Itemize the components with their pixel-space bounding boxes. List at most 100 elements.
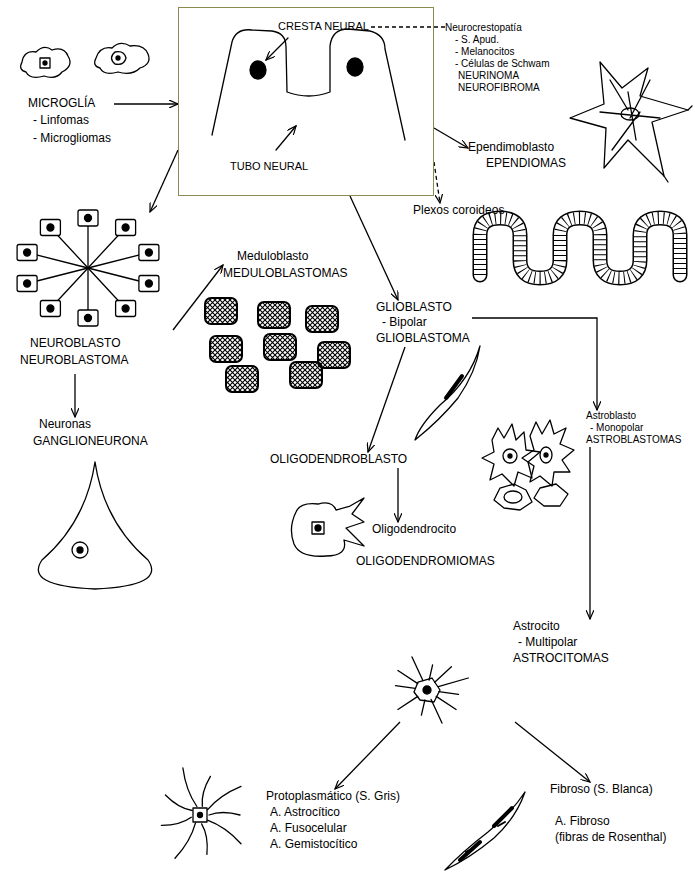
astroblasts bbox=[482, 420, 574, 510]
schwann-ependymal-cell-part bbox=[621, 108, 639, 120]
neuroblast-rosette-part bbox=[116, 220, 136, 236]
protoplasmic-astrocyte-part bbox=[183, 768, 197, 807]
neuron bbox=[38, 462, 151, 589]
arrow-connector bbox=[350, 196, 398, 300]
neuroblast-rosette-part bbox=[17, 245, 37, 261]
node-heading: Fibroso (S. Blanca) bbox=[550, 782, 653, 796]
node-line: - Monopolar bbox=[590, 422, 643, 434]
choroid-plexus-part bbox=[480, 218, 680, 278]
node-line: GANGLIONEURONA bbox=[33, 434, 148, 448]
node-heading: NEUROBLASTO bbox=[30, 336, 120, 350]
microglia-cells-part bbox=[112, 52, 127, 65]
oligodendrocyte bbox=[291, 498, 364, 556]
multipolar-astrocyte bbox=[396, 657, 469, 723]
protoplasmic-astrocyte-part bbox=[193, 808, 207, 822]
neuroblast-rosette-part bbox=[122, 305, 129, 312]
node-line: - Linfomas bbox=[33, 113, 89, 127]
node-line: A. Fusocelular bbox=[270, 821, 347, 835]
neuroblast-rosette-part bbox=[85, 215, 92, 222]
node-line: OLIGODENDROMIOMAS bbox=[356, 554, 495, 568]
arrow-connector bbox=[589, 447, 590, 619]
medulloblast-cells-part bbox=[318, 342, 350, 368]
node-line: EPENDIOMAS bbox=[486, 156, 566, 170]
node-line: - Multipolar bbox=[518, 635, 577, 649]
node-line: MEDULOBLASTOMAS bbox=[223, 266, 347, 280]
node-heading: Astrocito bbox=[513, 619, 560, 633]
protoplasmic-astrocyte-part bbox=[198, 813, 203, 818]
node-heading: Plexos coroideos bbox=[413, 203, 504, 217]
neural-tube-part bbox=[250, 61, 266, 79]
oligodendrocyte-part bbox=[291, 498, 364, 556]
schwann-ependymal-cell bbox=[570, 62, 692, 182]
text-group: OligodendrocitoOLIGODENDROMIOMAS bbox=[356, 522, 497, 570]
schwann-ependymal-cell-part bbox=[600, 80, 660, 150]
node-line: (fibras de Rosenthal) bbox=[555, 830, 666, 844]
multipolar-astrocyte-part bbox=[421, 700, 425, 715]
node-line: NEUROBLASTOMA bbox=[20, 353, 128, 367]
multipolar-astrocyte-part bbox=[436, 696, 456, 709]
medulloblast-cells-part bbox=[264, 334, 296, 360]
protoplasmic-astrocyte bbox=[161, 768, 241, 858]
protoplasmic-astrocyte-part bbox=[165, 795, 192, 811]
multipolar-astrocyte-part bbox=[435, 667, 452, 683]
neural-tube-part bbox=[347, 58, 363, 76]
fibrous-astrocyte-part bbox=[445, 792, 525, 870]
choroid-plexus-part bbox=[480, 218, 680, 278]
arrow-connector bbox=[472, 318, 597, 410]
node-label: TUBO NEURAL bbox=[230, 160, 311, 175]
node-line: - Bipolar bbox=[382, 315, 427, 329]
node-heading: TUBO NEURAL bbox=[230, 160, 308, 173]
node-line: ASTROBLASTOMAS bbox=[586, 434, 681, 446]
neuroblast-rosette-part bbox=[40, 301, 60, 317]
node-heading: GLIOBLASTO bbox=[376, 300, 452, 314]
arrow-connector bbox=[150, 150, 178, 212]
multipolar-astrocyte-part bbox=[429, 665, 433, 680]
astroblasts-part bbox=[540, 447, 552, 463]
oligodendrocyte-part bbox=[312, 522, 324, 534]
node-line: NEUROFIBROMA bbox=[458, 82, 540, 94]
node-line: A. Astrocítico bbox=[270, 805, 340, 819]
neuroblast-rosette-part bbox=[85, 315, 92, 322]
medulloblast-cells-part bbox=[258, 302, 290, 328]
node-line: ASTROCITOMAS bbox=[513, 651, 609, 665]
bipolar-glioblast-part bbox=[446, 376, 462, 398]
text-group: EpendimoblastoEPENDIOMAS bbox=[468, 140, 569, 172]
neuroblast-rosette-part bbox=[24, 280, 31, 287]
neuroblast-rosette bbox=[17, 210, 159, 326]
node-heading: Oligodendrocito bbox=[372, 522, 456, 536]
medulloblast-cells-part bbox=[205, 298, 237, 324]
medulloblast-cells bbox=[205, 298, 350, 392]
node-line: - Células de Schwam bbox=[455, 58, 549, 70]
node-line: - Microgliomas bbox=[33, 131, 111, 145]
node-heading: Astroblasto bbox=[586, 410, 636, 422]
microglia-cells-part bbox=[116, 56, 120, 60]
text-group: Protoplasmático (S. Gris)A. AstrocíticoA… bbox=[266, 789, 403, 853]
neuron-part bbox=[72, 542, 88, 558]
text-group: Astrocito - MultipolarASTROCITOMAS bbox=[395, 619, 625, 722]
text-group: Plexos coroideos bbox=[413, 203, 507, 219]
neuroblast-rosette-part bbox=[139, 245, 159, 261]
microglia-cells-part bbox=[43, 61, 47, 65]
neuroblast-rosette-part bbox=[145, 280, 152, 287]
neuroblast-rosette-part bbox=[139, 276, 159, 292]
text-group: Neurocrestopatía- S. Apud.- Melanocitos-… bbox=[445, 22, 552, 95]
node-line: - Melanocitos bbox=[455, 46, 514, 58]
neuroblast-rosette-part bbox=[47, 305, 54, 312]
bipolar-glioblast bbox=[415, 346, 480, 440]
node-heading: OLIGODENDROBLASTO bbox=[270, 452, 407, 466]
multipolar-astrocyte-part bbox=[431, 699, 442, 723]
medulloblast-cells-part bbox=[210, 336, 242, 362]
multipolar-astrocyte-part bbox=[439, 692, 459, 695]
multipolar-astrocyte-part bbox=[398, 671, 418, 684]
neuroblast-rosette-part bbox=[47, 224, 54, 231]
text-group: GLIOBLASTO- BipolarGLIOBLASTOMA bbox=[376, 300, 472, 347]
astroblasts-part bbox=[544, 453, 548, 457]
bipolar-glioblast-part bbox=[415, 346, 480, 440]
oligodendrocyte-part bbox=[315, 525, 321, 531]
text-group: MeduloblastoMEDULOBLASTOMAS bbox=[223, 249, 350, 282]
node-heading: Neurocrestopatía bbox=[445, 22, 522, 34]
neural-tube-part bbox=[276, 126, 296, 150]
microglia-cells-part bbox=[95, 43, 149, 73]
protoplasmic-astrocyte-part bbox=[202, 776, 210, 806]
node-heading: Ependimoblasto bbox=[468, 140, 554, 154]
